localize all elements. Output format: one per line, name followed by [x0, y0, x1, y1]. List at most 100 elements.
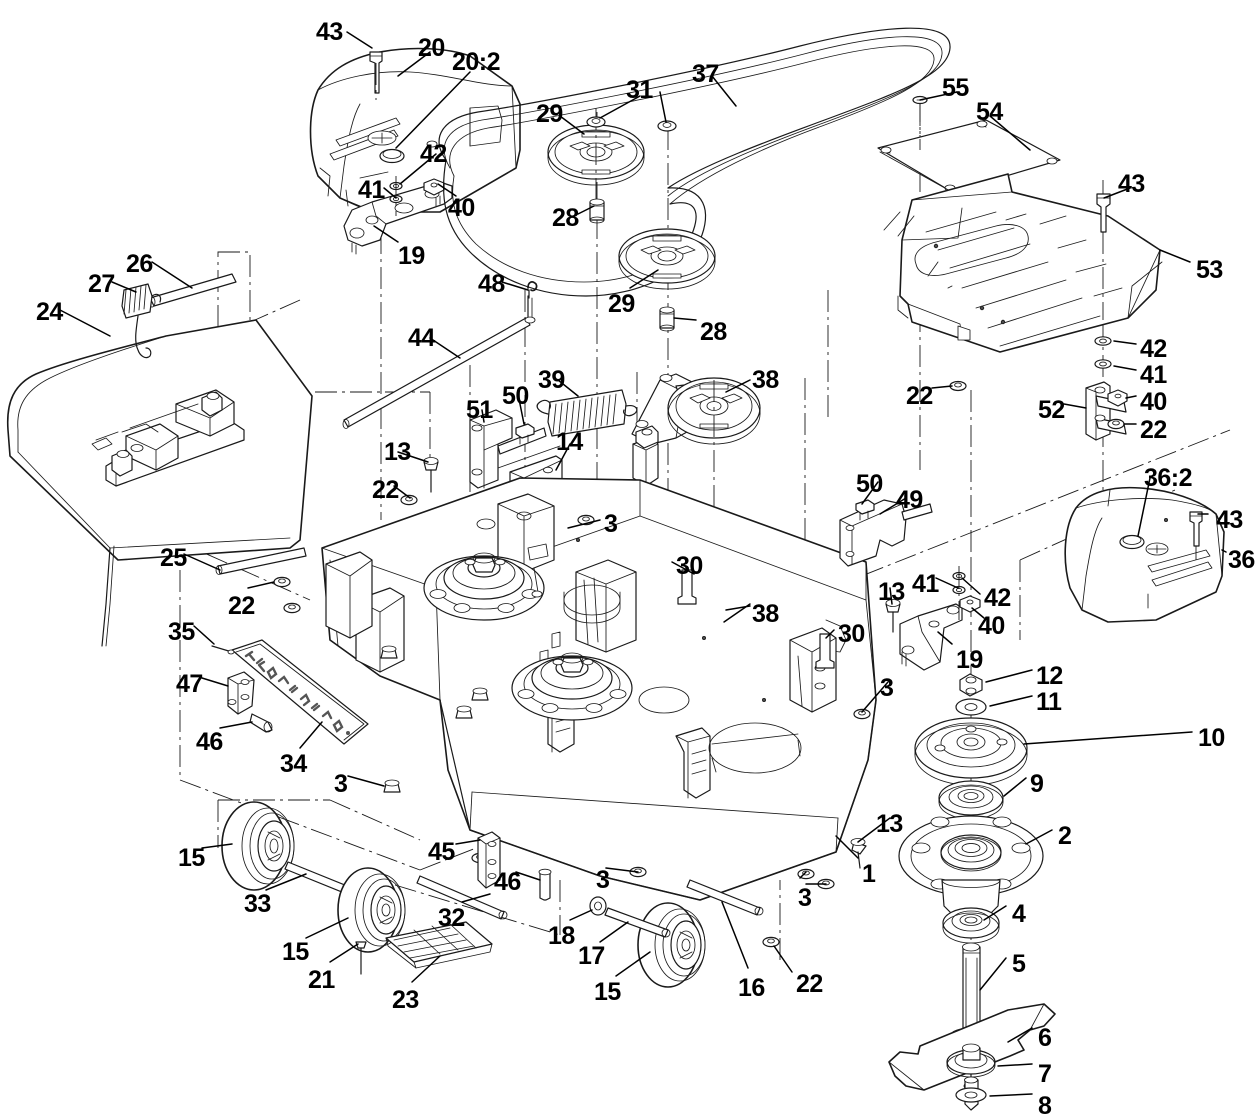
part-24-deflector	[6, 319, 313, 647]
callout-43: 43	[316, 18, 343, 46]
callout-42-a: 42	[420, 140, 447, 168]
callout-30-b: 30	[838, 620, 865, 648]
part-19-bracket-right	[899, 566, 981, 671]
callout-13-c: 13	[876, 810, 903, 838]
callout-51: 51	[466, 396, 493, 424]
callout-9: 9	[1030, 770, 1044, 798]
callout-37: 37	[692, 60, 719, 88]
part-50-screw-left	[515, 423, 535, 445]
callout-43-c: 43	[1216, 506, 1243, 534]
part-4-bearing	[942, 907, 1000, 944]
part-28-spacer-b	[659, 306, 675, 332]
callout-50-b: 50	[856, 470, 883, 498]
callout-41-a: 41	[358, 176, 385, 204]
leader-lines	[59, 31, 1227, 1097]
callout-3-e: 3	[798, 884, 812, 912]
callout-46-b: 46	[494, 868, 521, 896]
callout-50-a: 50	[502, 382, 529, 410]
callout-48: 48	[478, 270, 505, 298]
callout-17: 17	[578, 942, 605, 970]
callout-41-b: 41	[1140, 361, 1167, 389]
callout-46-a: 46	[196, 728, 223, 756]
callout-14: 14	[556, 428, 583, 456]
callout-22-a: 22	[1140, 416, 1167, 444]
callout-47: 47	[176, 670, 203, 698]
part-30-bolts	[677, 569, 835, 669]
callout-29-lower: 29	[608, 290, 635, 318]
part-36-belt-cover-right	[1064, 486, 1225, 623]
callout-22-c: 22	[372, 476, 399, 504]
part-31-locknut-a	[586, 116, 606, 128]
callout-39: 39	[538, 366, 565, 394]
callout-21: 21	[308, 966, 335, 994]
callout-10: 10	[1198, 724, 1225, 752]
phantom-outlines	[119, 251, 1231, 936]
part-34-decal	[231, 639, 369, 745]
callout-40-a: 40	[448, 194, 475, 222]
part-54-plate	[877, 119, 1061, 193]
callout-38-b: 38	[752, 600, 779, 628]
callout-52: 52	[1038, 396, 1065, 424]
part-11-washer	[955, 698, 987, 716]
callout-35: 35	[168, 618, 195, 646]
callout-15-a: 15	[178, 844, 205, 872]
part-27-torsion-spring	[121, 283, 162, 359]
callout-8: 8	[1038, 1092, 1052, 1120]
part-29-idler-lower	[618, 228, 716, 290]
callout-11: 11	[1036, 688, 1062, 716]
callout-1: 1	[862, 860, 876, 888]
callout-23: 23	[392, 986, 419, 1014]
callout-29-upper: 29	[536, 100, 563, 128]
callout-3-a: 3	[604, 510, 618, 538]
part-21-cotter-pin	[355, 941, 367, 975]
callout-38-a: 38	[752, 366, 779, 394]
part-22-nut-25	[273, 576, 291, 588]
callout-7: 7	[1038, 1060, 1052, 1088]
part-43-bolt-top	[369, 51, 383, 100]
callout-34: 34	[280, 750, 307, 778]
part-43-bolt-cover36	[1189, 511, 1203, 560]
callout-25: 25	[160, 544, 187, 572]
part-10-spindle-pulley	[914, 717, 1028, 786]
callout-22-b: 22	[906, 382, 933, 410]
callout-16: 16	[738, 974, 765, 1002]
callout-24: 24	[36, 298, 63, 326]
callout-5: 5	[1012, 950, 1026, 978]
part-18-spacer	[589, 896, 607, 916]
part-15-wheel-c	[637, 902, 706, 988]
deck-spindle-rear	[423, 543, 549, 621]
callout-26: 26	[126, 250, 153, 278]
callout-32: 32	[438, 904, 465, 932]
part-48-clip	[527, 281, 538, 299]
callout-27: 27	[88, 270, 115, 298]
callout-18: 18	[548, 922, 575, 950]
part-28-spacer-a	[589, 198, 605, 224]
callout-43-right: 43	[1118, 170, 1145, 198]
part-31-locknut-b	[657, 120, 677, 132]
callout-20-2: 20:2	[452, 48, 501, 76]
part-53-top-cover	[883, 173, 1163, 353]
part-7-blade-bushing	[946, 1043, 996, 1078]
callout-3-c: 3	[334, 770, 348, 798]
callout-42-c: 42	[984, 584, 1011, 612]
callout-12: 12	[1036, 662, 1063, 690]
part-47-latch-bracket	[227, 671, 255, 715]
part-8-blade-bolt	[955, 1076, 987, 1111]
callout-19-b: 19	[956, 646, 983, 674]
callout-22-d: 22	[228, 592, 255, 620]
part-29-idler-upper	[547, 108, 645, 210]
part-16-rod	[686, 879, 764, 916]
callout-19-a: 19	[398, 242, 425, 270]
callout-55: 55	[942, 74, 969, 102]
callout-4: 4	[1012, 900, 1026, 928]
callout-40-b: 40	[1140, 388, 1167, 416]
callout-42-b: 42	[1140, 335, 1167, 363]
part-52-mount-bracket	[1085, 336, 1128, 441]
callout-31: 31	[626, 76, 653, 104]
part-43-bolt-right	[1096, 193, 1111, 320]
callout-6: 6	[1038, 1024, 1052, 1052]
part-50-screw-right	[855, 499, 875, 521]
callout-53: 53	[1196, 256, 1223, 284]
callout-30-a: 30	[676, 552, 703, 580]
